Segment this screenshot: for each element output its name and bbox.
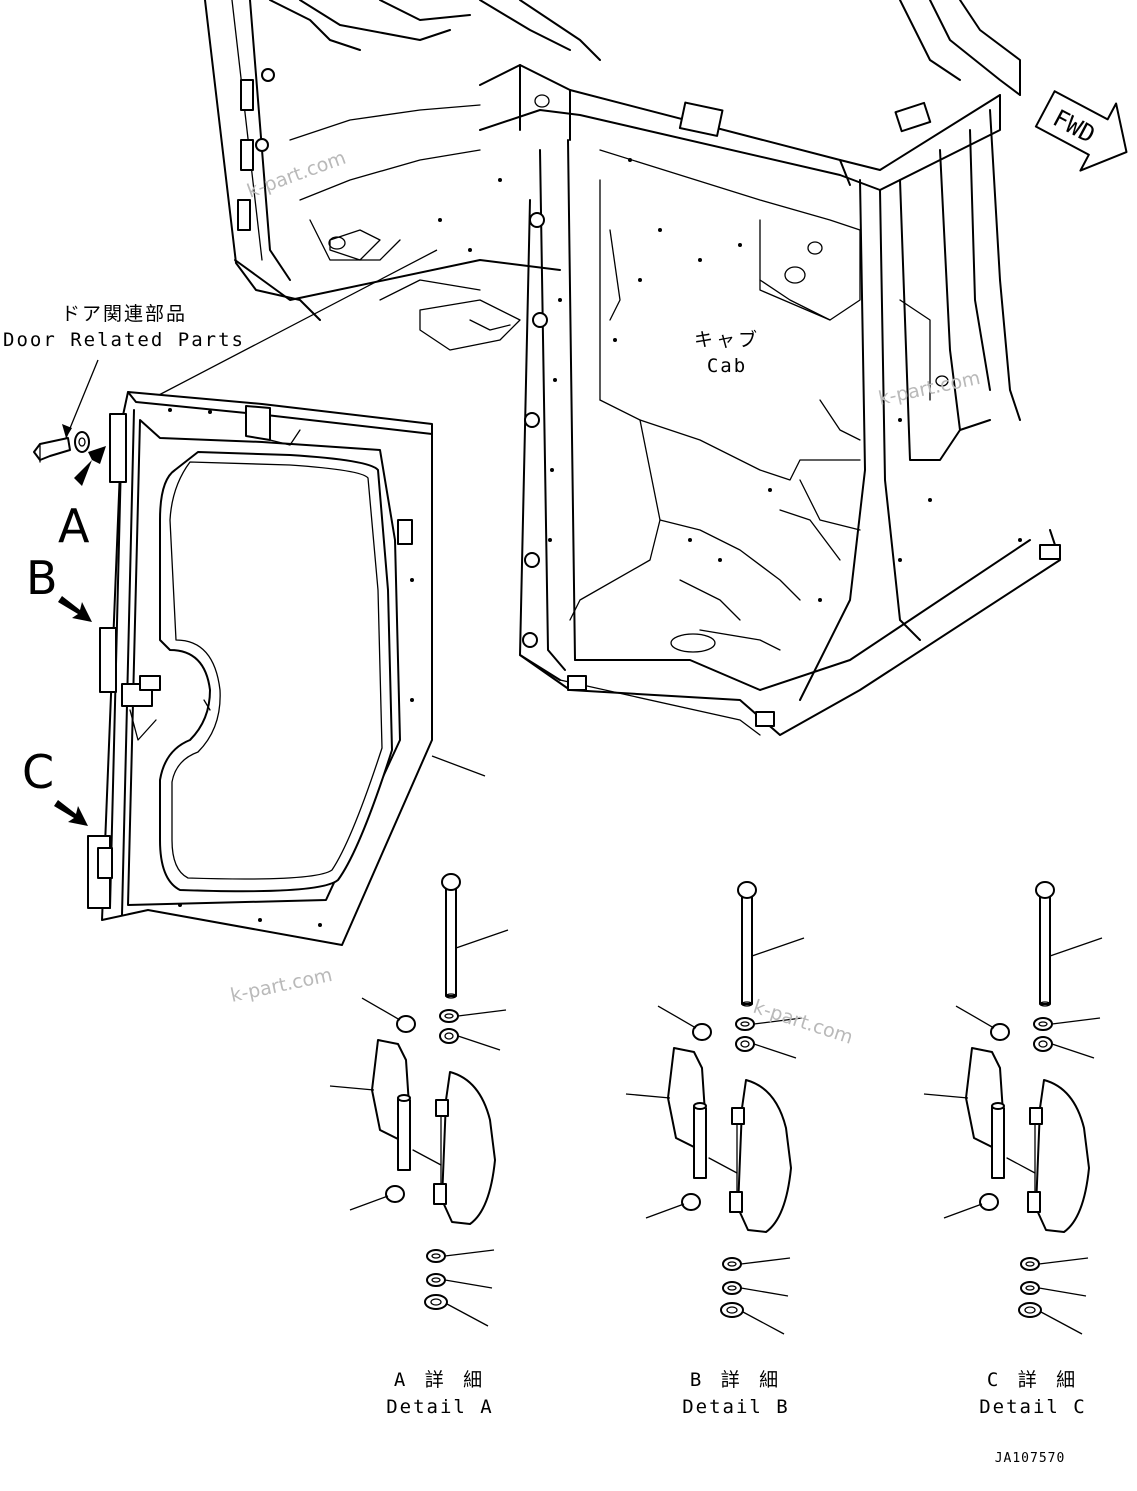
detail-b-assembly [625, 881, 805, 1335]
detail-b-label-jp: B 詳 細 [690, 1369, 782, 1391]
detail-a-label-en: Detail A [386, 1396, 494, 1418]
view-marker-b: B [26, 551, 58, 605]
view-marker-a: A [58, 499, 90, 553]
door-leader [431, 755, 486, 777]
watermark-1: k-part.com [244, 147, 349, 203]
watermark-2: k-part.com [876, 367, 982, 410]
cab-label-en: Cab [707, 355, 747, 377]
cab-door [87, 391, 433, 946]
door-parts-label-en: Door Related Parts [3, 329, 245, 351]
detail-c-label-jp: C 詳 細 [987, 1369, 1079, 1391]
watermark-3: k-part.com [228, 964, 334, 1007]
detail-a-assembly [329, 873, 509, 1327]
cab-frame [204, 0, 1061, 736]
door-leader-line [156, 249, 438, 397]
view-marker-c: C [22, 745, 54, 799]
drawing-number: JA107570 [995, 1451, 1066, 1466]
cab-label-jp: キャブ [694, 328, 760, 351]
view-arrow-b-icon [58, 596, 92, 622]
detail-c-label-en: Detail C [979, 1396, 1087, 1418]
door-parts-label-jp: ドア関連部品 [61, 303, 187, 325]
detail-a-label-jp: A 詳 細 [394, 1369, 486, 1391]
detail-c-assembly [923, 881, 1103, 1335]
detail-b-label-en: Detail B [682, 1396, 790, 1418]
fwd-arrow-icon: FWD [1034, 90, 1128, 172]
door-bolt [33, 431, 90, 463]
door-parts-leader [65, 359, 99, 439]
view-arrow-a-icon [74, 446, 106, 486]
view-arrow-c-icon [54, 800, 88, 826]
